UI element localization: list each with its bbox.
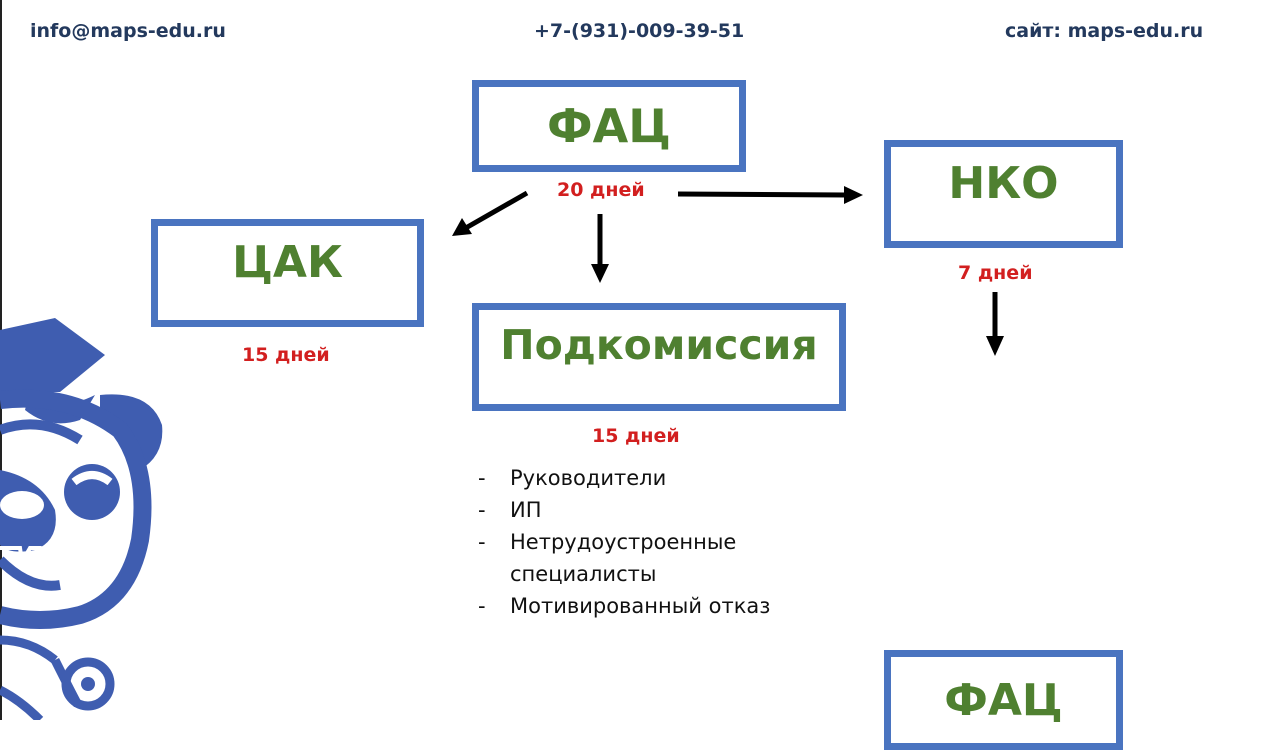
arrow-fac-to-nko: [677, 186, 863, 204]
box-fac-bottom: ФАЦ: [884, 650, 1123, 750]
fac-top-days: 20 дней: [557, 179, 645, 201]
box-cak-label: ЦАК: [232, 236, 343, 288]
list-item: -Руководители: [478, 466, 667, 490]
box-subcommission: Подкомиссия: [472, 303, 846, 411]
list-item: -Мотивированный отказ: [478, 594, 771, 618]
nko-days: 7 дней: [958, 262, 1033, 284]
arrow-nko-down: [986, 292, 1004, 356]
header-site[interactable]: сайт: maps-edu.ru: [1005, 20, 1204, 42]
box-fac-top-label: ФАЦ: [547, 99, 671, 153]
subcommission-days: 15 дней: [592, 425, 680, 447]
box-cak: ЦАК: [151, 219, 424, 327]
box-nko-label: НКО: [948, 157, 1059, 209]
header-phone[interactable]: +7-(931)-009-39-51: [534, 20, 745, 42]
box-nko: НКО: [884, 140, 1123, 248]
subcommission-list: -Руководители -ИП -Нетрудоустроенные спе…: [478, 462, 810, 622]
box-subcommission-label: Подкомиссия: [500, 321, 818, 369]
arrow-fac-to-subcommission: [591, 214, 609, 283]
box-fac-top: ФАЦ: [472, 80, 746, 172]
arrow-fac-to-cak: [452, 190, 529, 236]
cak-days: 15 дней: [242, 344, 330, 366]
flow-arrows: [452, 186, 1004, 356]
header-email[interactable]: info@maps-edu.ru: [30, 20, 226, 42]
list-item: -ИП: [478, 498, 542, 522]
list-item: -Нетрудоустроенные специалисты: [478, 530, 737, 586]
box-fac-bottom-label: ФАЦ: [944, 675, 1063, 726]
pug-mascot-icon: [0, 318, 163, 720]
